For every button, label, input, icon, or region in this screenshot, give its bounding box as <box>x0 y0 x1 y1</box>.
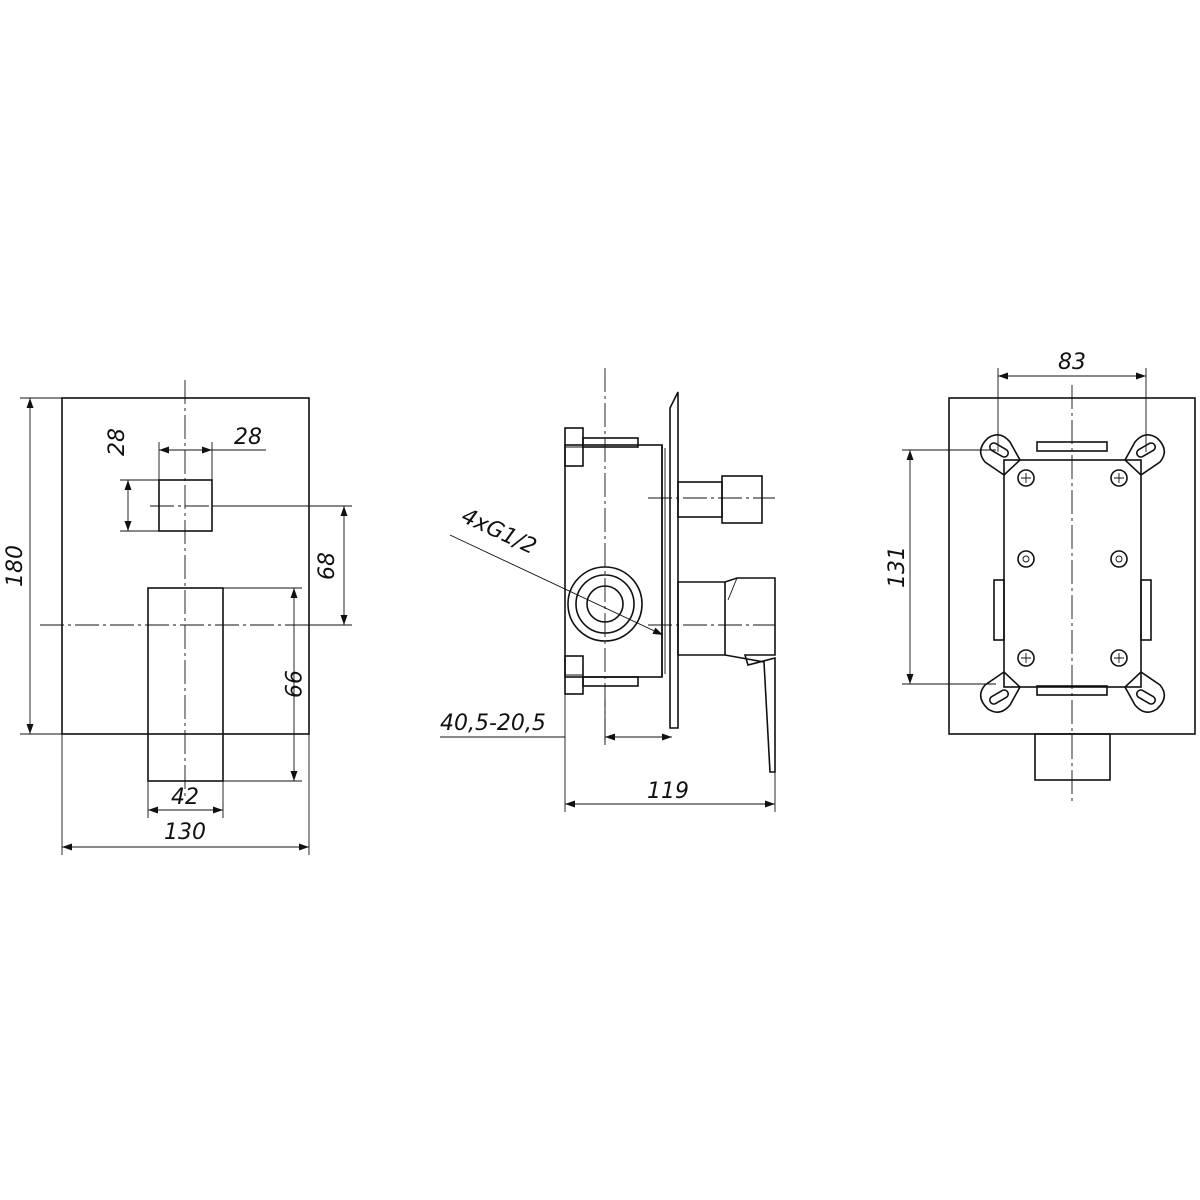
dim-40-20-label: 40,5-20,5 <box>440 711 546 736</box>
back-mount-ear-top-left <box>979 434 1022 477</box>
dim-119-label: 119 <box>647 779 689 804</box>
dim-131-label: 131 <box>885 546 910 588</box>
back-view: 83 131 <box>885 350 1196 805</box>
front-view: 180 130 42 28 28 68 99 <box>3 380 352 855</box>
dim-28-vertical-label: 28 <box>105 428 130 456</box>
dim-thread-label: 4xG1/2 <box>457 504 540 560</box>
dim-180-label: 180 <box>3 545 28 587</box>
side-view: 4xG1/2 40,5-20,5 119 <box>440 368 776 812</box>
dim-28-horizontal-label: 28 <box>234 425 262 450</box>
back-screws <box>1017 469 1128 667</box>
dim-83-label: 83 <box>1058 350 1086 375</box>
dim-68-label: 68 <box>315 552 340 580</box>
side-wall-plate <box>669 391 679 729</box>
front-cover-plate <box>61 397 310 735</box>
back-mount-ear-bottom-right <box>1123 670 1166 713</box>
dim-99-label: 99 <box>279 670 304 698</box>
dim-42-label: 42 <box>171 785 199 810</box>
dim-130-label: 130 <box>164 820 206 845</box>
side-thread-port-inner <box>586 585 624 623</box>
back-housing <box>1003 459 1142 688</box>
back-bottom-pipe <box>1034 733 1111 781</box>
side-handle <box>677 581 726 656</box>
side-valve-body <box>564 444 663 678</box>
front-small-knob <box>158 479 213 532</box>
side-thread-port-outer <box>567 566 643 642</box>
back-mount-ear-top-right <box>1123 434 1166 477</box>
leader-4xg12 <box>449 534 664 636</box>
side-top-connector <box>677 481 723 518</box>
front-lever-handle <box>147 587 224 782</box>
back-mount-ear-bottom-left <box>979 670 1022 713</box>
